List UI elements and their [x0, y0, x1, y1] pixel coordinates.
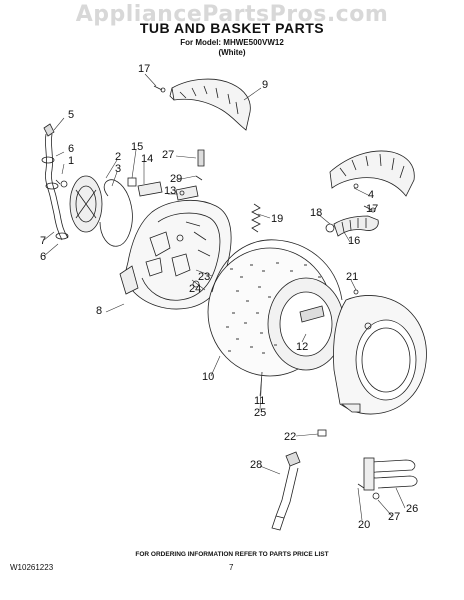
- spring-part: [251, 203, 261, 233]
- callout-22: 22: [284, 431, 296, 443]
- bracket-part-15: [127, 177, 137, 187]
- callout-14: 14: [141, 153, 153, 165]
- callout-11: 11: [254, 395, 265, 407]
- callout-27: 27: [388, 511, 400, 523]
- callout-18: 18: [310, 207, 322, 219]
- screw-17-top: [153, 85, 166, 93]
- callout-15: 15: [131, 141, 143, 153]
- counterweight-top-part: [169, 78, 251, 131]
- model-line: For Model: MHWE500VW12: [180, 38, 284, 47]
- pulley-part: [69, 175, 103, 233]
- callout-26: 26: [406, 503, 418, 515]
- hose-assembly-part: [41, 123, 69, 241]
- hose-clamp-part: [55, 179, 68, 188]
- callout-21: 21: [346, 271, 358, 283]
- counterweight-right-part: [329, 150, 415, 197]
- callout-17: 17: [366, 203, 378, 215]
- screw-27-29: [195, 149, 205, 181]
- document-id: W10261223: [10, 563, 54, 572]
- callout-28: 28: [250, 459, 262, 471]
- page-title: TUB AND BASKET PARTS: [139, 20, 325, 36]
- callout-23: 23: [198, 271, 210, 283]
- callout-2: 2: [115, 151, 121, 163]
- front-tub-part: [333, 295, 427, 415]
- bracket-part-13: [175, 185, 199, 201]
- callout-9: 9: [262, 79, 268, 91]
- screw-20-27: [357, 483, 380, 500]
- callout-7: 7: [40, 235, 46, 247]
- clamp-part-18: [325, 223, 335, 233]
- callout-4: 4: [368, 189, 374, 201]
- callout-10: 10: [202, 371, 214, 383]
- callout-8: 8: [96, 305, 102, 317]
- clip-part-22: [317, 429, 327, 437]
- bracket-part-14: [137, 181, 163, 197]
- callout-29: 29: [170, 173, 182, 185]
- callout-20: 20: [358, 519, 370, 531]
- color-line: (White): [218, 48, 246, 57]
- drive-belt-part: [99, 179, 133, 247]
- screw-21: [353, 289, 359, 295]
- callout-6: 6: [68, 143, 74, 155]
- callout-27: 27: [162, 149, 174, 161]
- callout-25: 25: [254, 407, 266, 419]
- hose-part-19: [333, 215, 379, 237]
- callout-3: 3: [115, 163, 121, 175]
- callout-19: 19: [271, 213, 283, 225]
- damper-part: [271, 451, 301, 531]
- callout-16: 16: [348, 235, 360, 247]
- callout-6: 6: [40, 251, 46, 263]
- watermark: AppliancePartsPros.com: [75, 2, 389, 27]
- basket-part: [207, 239, 345, 377]
- callout-13: 13: [164, 185, 176, 197]
- callout-5: 5: [68, 109, 74, 121]
- ordering-note: FOR ORDERING INFORMATION REFER TO PARTS …: [135, 551, 329, 558]
- callout-17: 17: [138, 63, 150, 75]
- page-number: 7: [229, 563, 234, 572]
- heater-part: [363, 457, 418, 491]
- callout-12: 12: [296, 341, 308, 353]
- callout-24: 24: [189, 283, 201, 295]
- outer-tub-rear-part: [119, 200, 232, 310]
- callout-1: 1: [68, 155, 74, 167]
